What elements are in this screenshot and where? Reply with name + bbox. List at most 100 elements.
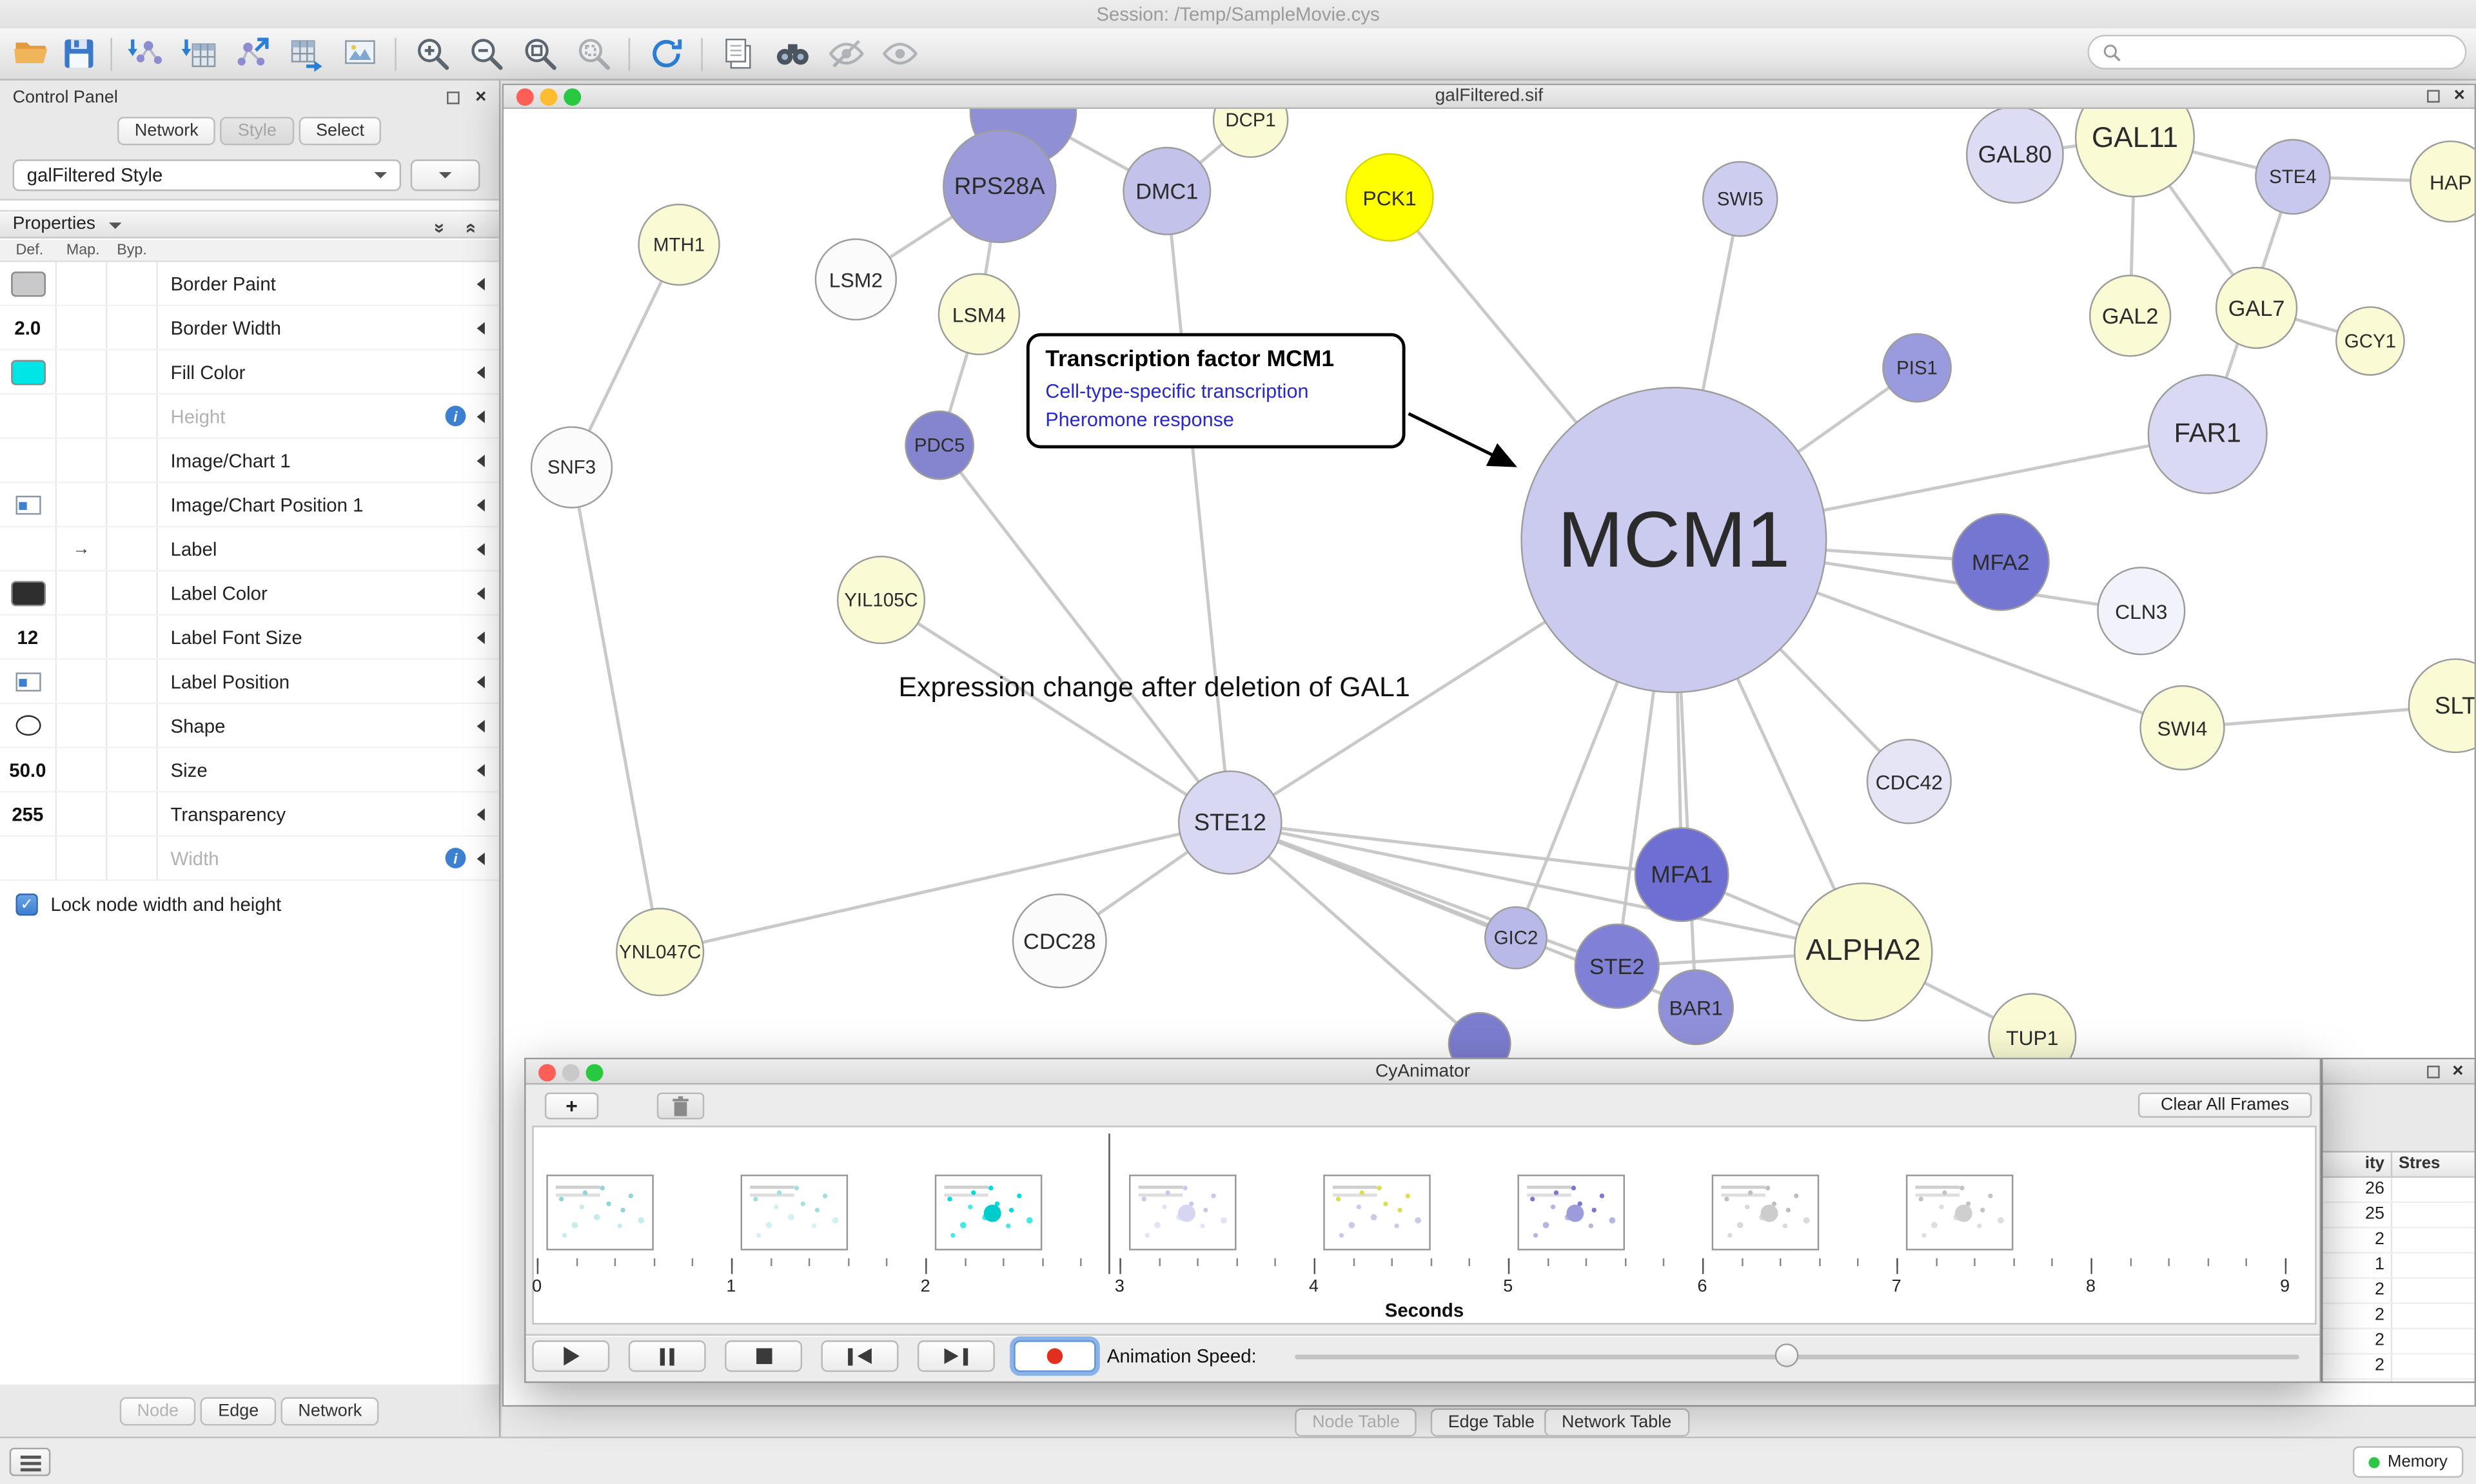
pause-button[interactable] bbox=[628, 1340, 706, 1372]
network-node-mcm1[interactable]: MCM1 bbox=[1520, 387, 1827, 694]
close-panel-icon[interactable]: × bbox=[2452, 1059, 2464, 1082]
close-window-icon[interactable] bbox=[538, 1063, 556, 1081]
network-node-gal2[interactable]: GAL2 bbox=[2089, 275, 2172, 357]
expand-all-icon[interactable]: » bbox=[429, 222, 452, 234]
property-row-height[interactable]: Height bbox=[0, 395, 499, 439]
play-button[interactable] bbox=[532, 1340, 610, 1372]
property-row-width[interactable]: Width bbox=[0, 836, 499, 881]
cyanimator-titlebar[interactable]: CyAnimator bbox=[526, 1059, 2320, 1085]
next-frame-button[interactable] bbox=[917, 1340, 995, 1372]
expand-arrow-icon[interactable] bbox=[477, 586, 485, 600]
export-image-icon[interactable] bbox=[341, 35, 379, 73]
expand-arrow-icon[interactable] bbox=[477, 277, 485, 290]
expand-arrow-icon[interactable] bbox=[477, 365, 485, 378]
previous-frame-button[interactable] bbox=[821, 1340, 899, 1372]
expand-arrow-icon[interactable] bbox=[477, 454, 485, 467]
float-view-icon[interactable] bbox=[2427, 90, 2440, 103]
open-session-icon[interactable] bbox=[13, 35, 51, 73]
stop-button[interactable] bbox=[725, 1340, 803, 1372]
lock-checkbox[interactable]: ✓ bbox=[15, 893, 38, 916]
show-all-icon[interactable] bbox=[881, 35, 919, 73]
expand-arrow-icon[interactable] bbox=[477, 630, 485, 643]
network-node-dmc1[interactable]: DMC1 bbox=[1123, 146, 1212, 235]
network-node-far1[interactable]: FAR1 bbox=[2147, 374, 2268, 494]
expand-arrow-icon[interactable] bbox=[477, 807, 485, 821]
zoom-window-icon[interactable] bbox=[564, 88, 582, 106]
network-node-ste12[interactable]: STE12 bbox=[1177, 770, 1282, 875]
color-swatch[interactable] bbox=[10, 271, 45, 297]
lock-size-row[interactable]: ✓ Lock node width and height bbox=[15, 893, 281, 916]
close-view-icon[interactable]: × bbox=[2453, 83, 2465, 106]
network-node-gic2[interactable]: GIC2 bbox=[1484, 906, 1548, 970]
frame-thumbnail-5[interactable] bbox=[1323, 1175, 1431, 1251]
network-node-gal80[interactable]: GAL80 bbox=[1965, 108, 2064, 204]
session-titlebar[interactable]: Session: /Temp/SampleMovie.cys bbox=[0, 0, 2476, 29]
add-frame-button[interactable]: + bbox=[544, 1092, 599, 1120]
results-row[interactable]: 2 bbox=[2323, 1228, 2475, 1254]
network-node-cdc28[interactable]: CDC28 bbox=[1012, 893, 1107, 989]
expand-arrow-icon[interactable] bbox=[477, 763, 485, 776]
float-panel-icon[interactable] bbox=[2427, 1066, 2440, 1079]
network-node-mfa2[interactable]: MFA2 bbox=[1951, 513, 2050, 611]
results-table[interactable]: ity Stres 26252122222 bbox=[2323, 1151, 2475, 1381]
panel-menu-button[interactable] bbox=[9, 1447, 51, 1476]
network-node-mfa1[interactable]: MFA1 bbox=[1634, 827, 1729, 923]
tab-select[interactable]: Select bbox=[299, 117, 382, 146]
playhead[interactable] bbox=[1108, 1133, 1110, 1274]
tab-node-table[interactable]: Node Table bbox=[1295, 1408, 1417, 1437]
close-panel-icon[interactable]: × bbox=[475, 85, 487, 108]
apply-layout-icon[interactable] bbox=[647, 35, 685, 73]
copy-icon[interactable] bbox=[720, 35, 758, 73]
network-node-ste4[interactable]: STE4 bbox=[2255, 139, 2331, 215]
expand-arrow-icon[interactable] bbox=[477, 719, 485, 732]
tab-edge-table[interactable]: Edge Table bbox=[1430, 1408, 1553, 1437]
search-input[interactable] bbox=[2130, 41, 2453, 63]
expand-arrow-icon[interactable] bbox=[477, 498, 485, 511]
expand-arrow-icon[interactable] bbox=[477, 321, 485, 334]
hide-selected-icon[interactable] bbox=[827, 35, 865, 73]
property-row-shape[interactable]: Shape bbox=[0, 704, 499, 748]
results-row[interactable]: 2 bbox=[2323, 1354, 2475, 1380]
results-row[interactable]: 2 bbox=[2323, 1380, 2474, 1381]
network-node-cdc42[interactable]: CDC42 bbox=[1866, 739, 1952, 825]
minimize-window-icon[interactable] bbox=[540, 88, 558, 106]
clear-all-frames-button[interactable]: Clear All Frames bbox=[2137, 1092, 2312, 1118]
property-row-fill-color[interactable]: Fill Color bbox=[0, 350, 499, 395]
expand-arrow-icon[interactable] bbox=[477, 674, 485, 688]
network-node-rps28a[interactable]: RPS28A bbox=[943, 129, 1057, 244]
results-row[interactable]: 2 bbox=[2323, 1303, 2475, 1330]
results-row[interactable]: 2 bbox=[2323, 1278, 2475, 1304]
find-first-neighbors-icon[interactable] bbox=[774, 35, 812, 73]
network-node-swi4[interactable]: SWI4 bbox=[2139, 685, 2225, 771]
import-network-icon[interactable] bbox=[126, 35, 164, 73]
zoom-in-icon[interactable] bbox=[414, 35, 452, 73]
style-dropdown[interactable]: galFiltered Style bbox=[12, 159, 402, 191]
tab-edge[interactable]: Edge bbox=[201, 1397, 277, 1426]
results-row[interactable]: 25 bbox=[2323, 1203, 2475, 1229]
zoom-selected-icon[interactable] bbox=[575, 35, 613, 73]
expand-arrow-icon[interactable] bbox=[477, 852, 485, 864]
network-node-swi5[interactable]: SWI5 bbox=[1702, 161, 1778, 237]
network-window-titlebar[interactable]: galFiltered.sif × bbox=[504, 83, 2475, 109]
property-row-image-chart-position-1[interactable]: Image/Chart Position 1 bbox=[0, 483, 499, 527]
network-node-lsm2[interactable]: LSM2 bbox=[814, 238, 898, 321]
minimize-window-icon[interactable] bbox=[562, 1063, 580, 1081]
network-node-hap[interactable]: HAP bbox=[2410, 140, 2475, 223]
collapse-all-icon[interactable]: « bbox=[461, 222, 484, 234]
delete-frame-button[interactable] bbox=[656, 1092, 705, 1120]
network-node-mth1[interactable]: MTH1 bbox=[638, 203, 720, 286]
network-node-gcy1[interactable]: GCY1 bbox=[2335, 306, 2405, 376]
network-node-ste2[interactable]: STE2 bbox=[1574, 923, 1660, 1009]
property-row-border-paint[interactable]: Border Paint bbox=[0, 262, 499, 307]
frame-thumbnail-8[interactable] bbox=[1905, 1175, 2014, 1251]
property-row-label-position[interactable]: Label Position bbox=[0, 659, 499, 705]
zoom-fit-icon[interactable] bbox=[521, 35, 559, 73]
expand-arrow-icon[interactable] bbox=[477, 542, 485, 555]
expand-arrow-icon[interactable] bbox=[477, 409, 485, 423]
close-window-icon[interactable] bbox=[516, 88, 534, 106]
network-node-lsm4[interactable]: LSM4 bbox=[938, 273, 1021, 356]
tab-network-table[interactable]: Network Table bbox=[1544, 1408, 1689, 1437]
search-field[interactable] bbox=[2087, 34, 2467, 70]
